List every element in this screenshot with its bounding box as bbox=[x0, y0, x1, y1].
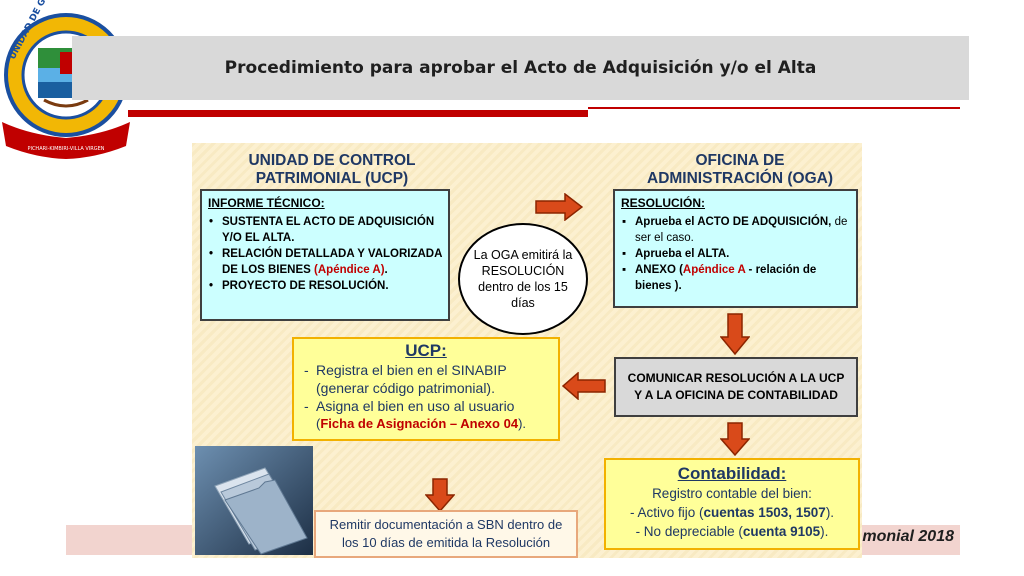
ucp-header: UNIDAD DE CONTROL PATRIMONIAL (UCP) bbox=[248, 152, 416, 187]
resolucion-title: RESOLUCIÓN: bbox=[621, 196, 705, 210]
arrow-right-icon bbox=[535, 193, 583, 221]
footer-text: monial 2018 bbox=[862, 528, 954, 545]
informe-tecnico-box: INFORME TÉCNICO: •SUSTENTA EL ACTO DE AD… bbox=[200, 189, 450, 321]
plazo-ellipse: La OGA emitirá la RESOLUCIÓN dentro de l… bbox=[458, 223, 588, 335]
remitir-box: Remitir documentación a SBN dentro de lo… bbox=[314, 510, 578, 558]
title-underline-line bbox=[588, 107, 960, 109]
arrow-down-icon bbox=[720, 422, 750, 456]
arrow-left-icon bbox=[562, 372, 606, 400]
resolucion-box: RESOLUCIÓN: ▪Aprueba el ACTO DE ADQUISIC… bbox=[613, 189, 858, 308]
comunicar-box: COMUNICAR RESOLUCIÓN A LA UCP Y A LA OFI… bbox=[614, 357, 858, 417]
ucp-box: UCP: -Registra el bien en el SINABIP (ge… bbox=[292, 337, 560, 441]
title-underline-bar bbox=[128, 110, 588, 117]
svg-text:PICHARI-KIMBIRI-VILLA VIRGEN: PICHARI-KIMBIRI-VILLA VIRGEN bbox=[27, 146, 104, 152]
oga-header: OFICINA DE ADMINISTRACIÓN (OGA) bbox=[647, 152, 833, 187]
arrow-down-icon bbox=[720, 313, 750, 355]
arrow-down-icon bbox=[425, 478, 455, 512]
page-title: Procedimiento para aprobar el Acto de Ad… bbox=[224, 58, 817, 78]
file-folder-icon bbox=[195, 446, 313, 555]
contabilidad-box: Contabilidad: Registro contable del bien… bbox=[604, 458, 860, 550]
title-bar: Procedimiento para aprobar el Acto de Ad… bbox=[72, 36, 969, 100]
informe-title: INFORME TÉCNICO: bbox=[208, 196, 325, 210]
